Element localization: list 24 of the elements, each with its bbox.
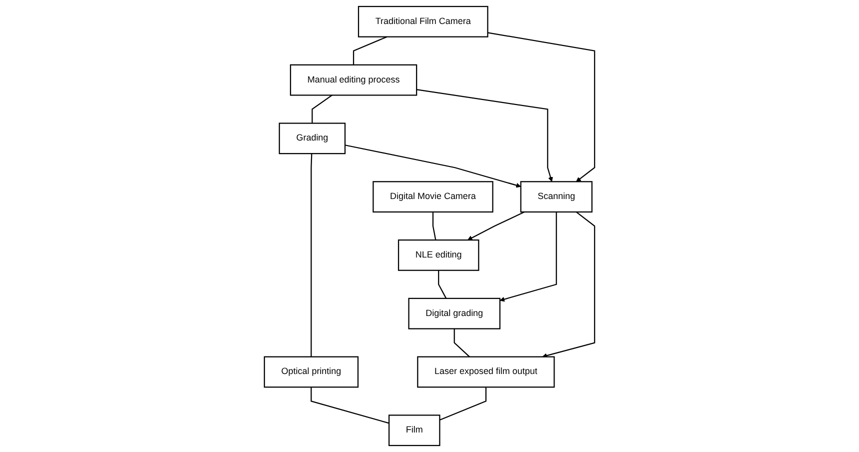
connector xyxy=(438,270,447,299)
node-box: Optical printing xyxy=(264,356,359,388)
node-box: NLE editing xyxy=(398,239,480,271)
connector xyxy=(439,387,486,421)
connector xyxy=(352,36,388,65)
arrow xyxy=(467,211,525,240)
connector xyxy=(312,94,332,124)
arrow xyxy=(500,212,557,302)
arrow xyxy=(488,32,596,182)
node-box: Manual editing process xyxy=(290,64,418,96)
node-box: Digital Movie Camera xyxy=(372,181,494,213)
node-box: Film xyxy=(388,414,440,446)
node-box: Grading xyxy=(278,122,346,154)
node-box: Traditional Film Camera xyxy=(358,6,488,38)
connector xyxy=(310,154,312,357)
arrow xyxy=(542,212,596,358)
connector xyxy=(454,328,470,358)
connector xyxy=(310,387,390,424)
node-box: Laser exposed film output xyxy=(417,356,555,388)
connector xyxy=(432,212,436,240)
arrow xyxy=(344,144,522,188)
arrow xyxy=(416,88,553,182)
node-box: Digital grading xyxy=(408,298,500,330)
node-box: Scanning xyxy=(520,181,593,213)
